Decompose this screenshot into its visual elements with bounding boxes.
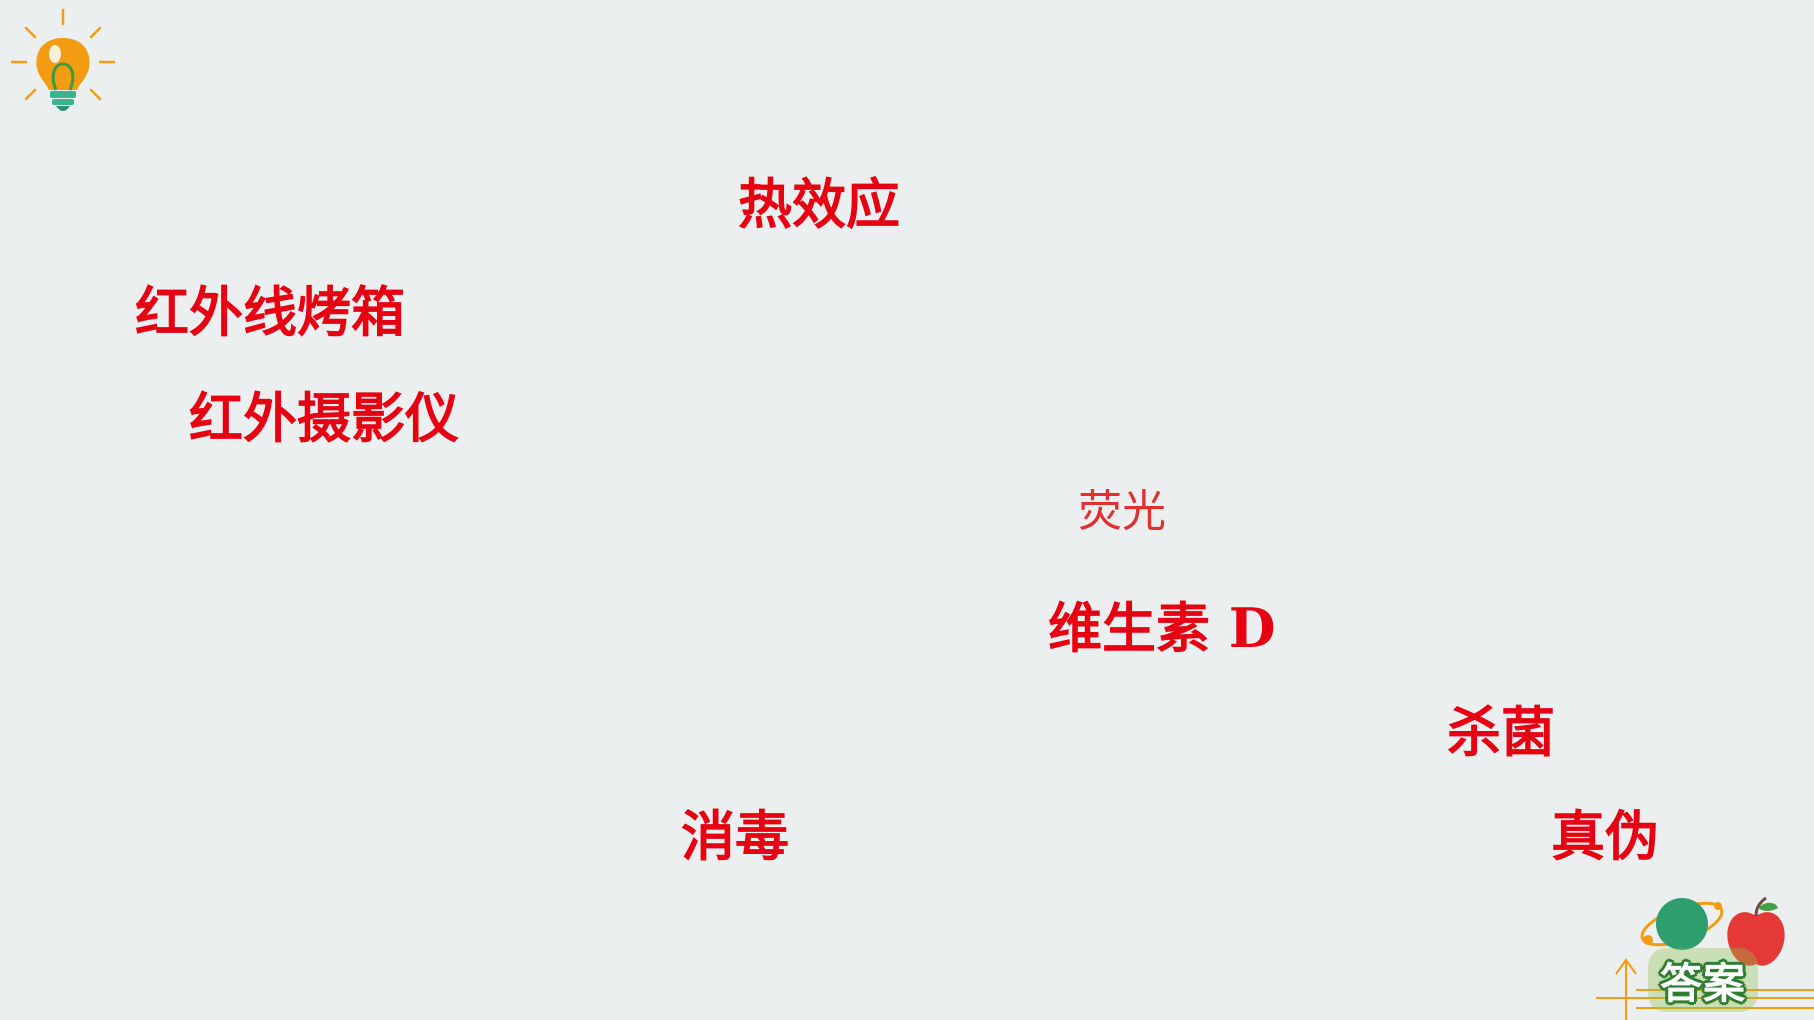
word-vitamin-d: 维生素 D: [1048, 596, 1276, 660]
answer-button[interactable]: 答案: [1659, 958, 1746, 1008]
word-thermal-effect: 热效应: [738, 172, 900, 236]
word-authenticity: 真伪: [1551, 804, 1659, 868]
word-disinfect: 消毒: [681, 804, 789, 868]
word-sterilize: 杀菌: [1447, 700, 1555, 764]
school-items-icon: [1596, 896, 1814, 1020]
word-infrared-oven: 红外线烤箱: [135, 280, 405, 344]
lightbulb-icon: [10, 8, 116, 111]
word-infrared-camera: 红外摄影仪: [189, 386, 459, 450]
word-fluorescence: 荧光: [1078, 486, 1166, 537]
